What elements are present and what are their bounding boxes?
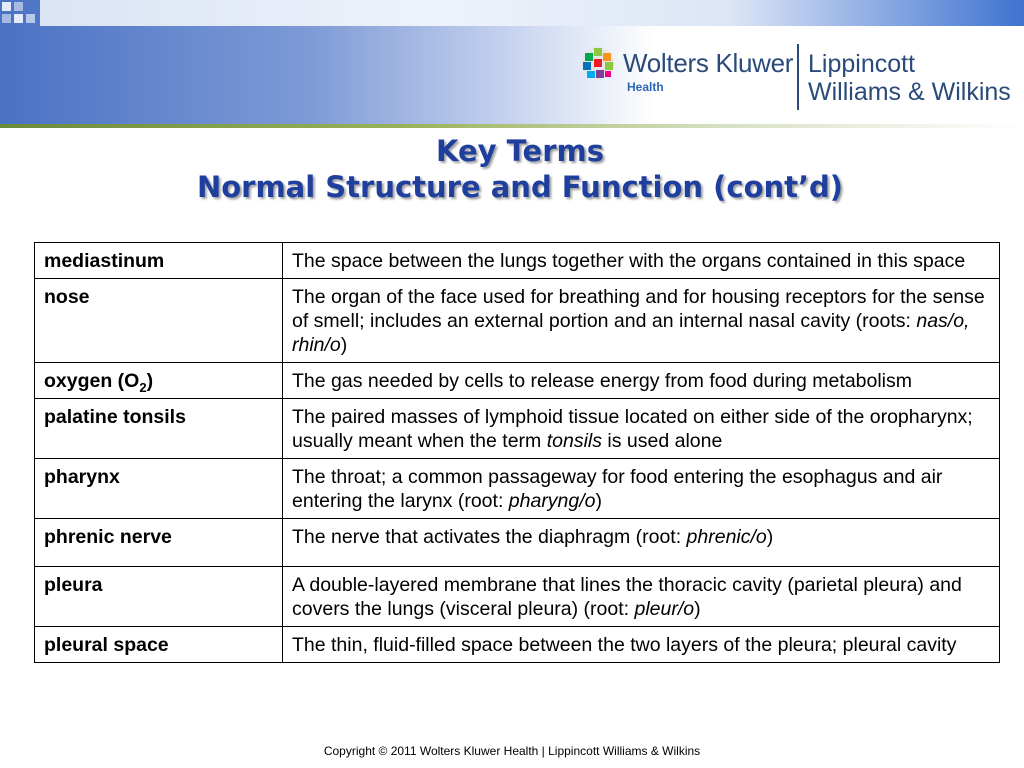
table-row: palatine tonsils The paired masses of ly… <box>34 398 1000 459</box>
corner-squares <box>0 0 40 28</box>
definition-cell: The thin, fluid-filled space between the… <box>282 626 1000 663</box>
definition-cell: The gas needed by cells to release energ… <box>282 362 1000 399</box>
table-row: oxygen (O2) The gas needed by cells to r… <box>34 362 1000 399</box>
key-terms-table: mediastinum The space between the lungs … <box>34 242 1000 663</box>
definition-text-end: is used alone <box>602 430 723 452</box>
definition-text-end: ) <box>595 490 603 512</box>
term-text-end: ) <box>146 370 154 392</box>
root-text: nas/o, rhin/o <box>292 310 970 356</box>
root-text: pharyng/o <box>508 490 596 512</box>
definition-text: The space between the lungs together wit… <box>292 250 966 272</box>
term-cell: pharynx <box>34 458 283 519</box>
table-row: pharynx The throat; a common passageway … <box>34 458 1000 519</box>
definition-cell: The paired masses of lymphoid tissue loc… <box>282 398 1000 459</box>
term-cell: pleura <box>34 566 283 627</box>
definition-text-end: ) <box>340 334 348 356</box>
logo-divider <box>797 44 799 110</box>
root-text: pleur/o <box>634 598 695 620</box>
definition-text: The organ of the face used for breathing… <box>292 286 985 332</box>
imprint-name-line2: Williams & Wilkins <box>808 78 1011 106</box>
definition-cell: A double-layered membrane that lines the… <box>282 566 1000 627</box>
header-top-strip <box>40 0 1024 26</box>
term-cell: palatine tonsils <box>34 398 283 459</box>
table-row: mediastinum The space between the lungs … <box>34 242 1000 279</box>
wolters-kluwer-logo-icon <box>582 47 614 79</box>
definition-cell: The nerve that activates the diaphragm (… <box>282 518 1000 567</box>
root-text: phrenic/o <box>686 526 767 548</box>
slide-title-line1: Key Terms <box>435 134 604 168</box>
table-row: nose The organ of the face used for brea… <box>34 278 1000 363</box>
emphasis-text: tonsils <box>546 430 602 452</box>
term-text: oxygen (O <box>44 370 140 392</box>
slide-title: Key Terms Normal Structure and Function … <box>0 133 1024 205</box>
table-row: pleural space The thin, fluid-filled spa… <box>34 626 1000 663</box>
term-subscript: 2 <box>139 379 147 395</box>
definition-text-end: ) <box>694 598 701 620</box>
table-row: pleura A double-layered membrane that li… <box>34 566 1000 627</box>
slide-title-line2: Normal Structure and Function (cont’d) <box>196 170 844 204</box>
header-divider-line <box>0 124 1024 128</box>
definition-text: The gas needed by cells to release energ… <box>292 370 913 392</box>
term-cell: phrenic nerve <box>34 518 283 567</box>
company-name: Wolters Kluwer <box>623 48 794 78</box>
definition-text: A double-layered membrane that lines the… <box>292 574 962 620</box>
definition-text-end: ) <box>766 526 774 548</box>
definition-text: The paired masses of lymphoid tissue loc… <box>292 406 973 452</box>
definition-text: The throat; a common passageway for food… <box>292 466 943 512</box>
definition-cell: The space between the lungs together wit… <box>282 242 1000 279</box>
definition-text: The nerve that activates the diaphragm (… <box>292 526 687 548</box>
division-name: Health <box>627 80 664 94</box>
definition-cell: The organ of the face used for breathing… <box>282 278 1000 363</box>
table-row: phrenic nerve The nerve that activates t… <box>34 518 1000 567</box>
definition-cell: The throat; a common passageway for food… <box>282 458 1000 519</box>
term-cell: pleural space <box>34 626 283 663</box>
copyright-footer: Copyright © 2011 Wolters Kluwer Health |… <box>323 744 701 758</box>
term-cell: oxygen (O2) <box>34 362 283 399</box>
term-cell: nose <box>34 278 283 363</box>
definition-text: The thin, fluid-filled space between the… <box>292 634 957 656</box>
imprint-name-line1: Lippincott <box>808 50 916 78</box>
term-cell: mediastinum <box>34 242 283 279</box>
